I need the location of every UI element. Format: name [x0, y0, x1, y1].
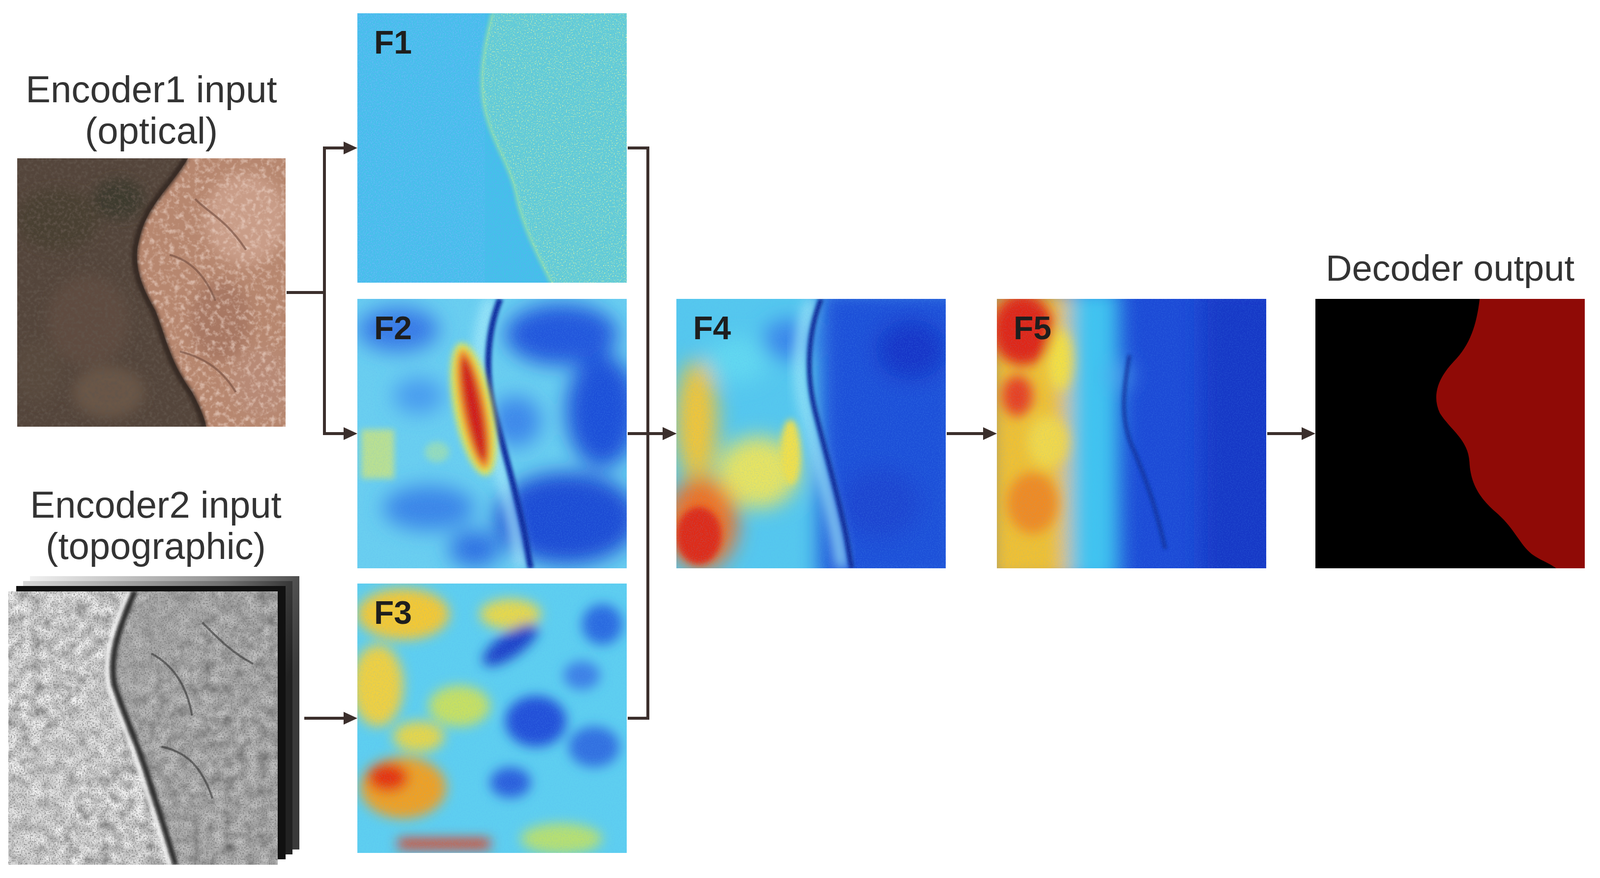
- feature-label: F2: [374, 311, 412, 345]
- input-panel: Encoder2 input (topographic): [8, 484, 304, 866]
- arrow-connector: [946, 432, 992, 436]
- arrow-connector: [286, 147, 353, 293]
- feature-map-panel: F2: [357, 298, 627, 569]
- feature-label: F4: [693, 311, 731, 345]
- segmentation-map: [1315, 298, 1585, 569]
- feature-label: F3: [374, 596, 412, 629]
- feature-map-panel: F5: [996, 298, 1267, 569]
- arrow-connector: [286, 292, 353, 434]
- arrow-connector: [304, 716, 353, 720]
- topographic-image-stack: [8, 576, 304, 866]
- optical-image: [17, 158, 286, 427]
- feature-map-panel: F4: [676, 298, 946, 569]
- input-label: Encoder2 input (topographic): [8, 484, 304, 567]
- input-label: Encoder1 input (optical): [17, 68, 286, 151]
- feature-label: F1: [374, 26, 412, 59]
- feature-map-panel: F3: [357, 583, 627, 853]
- arrow-connector: [627, 433, 672, 719]
- feature-label: F5: [1013, 311, 1052, 345]
- arrow-connector: [1267, 432, 1311, 436]
- arrow-connector: [627, 147, 672, 434]
- output-panel: Decoder output: [1315, 248, 1585, 569]
- feature-map-panel: F1: [357, 13, 627, 283]
- output-label: Decoder output: [1315, 248, 1585, 289]
- input-panel: Encoder1 input (optical): [17, 68, 286, 427]
